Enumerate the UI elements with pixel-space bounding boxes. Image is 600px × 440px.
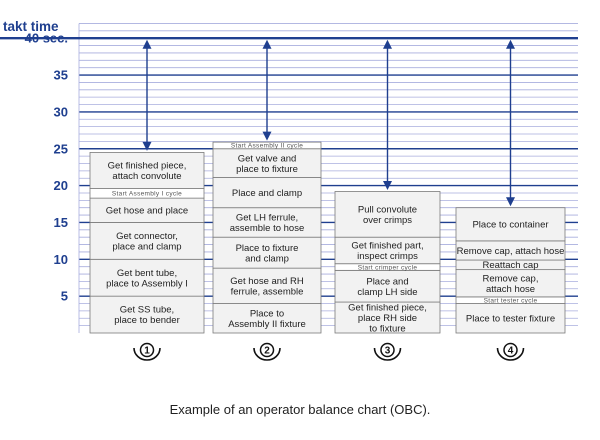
y-tick-label: 5	[61, 289, 68, 304]
cycle-marker-box	[212, 141, 322, 150]
operator-stacks: Get SS tube,place to bender Get bent tube…	[89, 141, 566, 334]
task-box	[212, 303, 322, 334]
task-box	[89, 152, 205, 189]
gap-arrow-head-down	[506, 197, 515, 207]
operator-number: 2	[264, 346, 270, 357]
takt-gap-arrows	[142, 39, 515, 207]
gap-arrow-head-down	[383, 180, 392, 190]
y-tick-label: 15	[54, 215, 68, 230]
task-box	[334, 269, 441, 303]
operator-2-icon: 2	[253, 342, 281, 361]
task-box	[455, 303, 566, 334]
task-box	[212, 236, 322, 269]
task-box	[455, 207, 566, 242]
y-tick-label: 25	[54, 141, 68, 156]
operator-head-circle	[259, 342, 275, 358]
gap-arrow-head-down	[142, 141, 152, 151]
operator-head-circle	[139, 342, 155, 358]
operator-head-circle	[503, 342, 518, 358]
cycle-marker-label: Start Assembly I cycle	[112, 191, 182, 198]
task-label: Get connector,place and clamp	[112, 231, 181, 253]
cycle-marker-label: Start tester cycle	[484, 298, 538, 305]
task-label: Get finished piece,attach convolute	[108, 161, 187, 183]
operator-4-icon: 4	[496, 342, 525, 361]
operator-3-icon: 3	[373, 342, 402, 361]
task-label: Place to tester fixture	[466, 314, 555, 325]
cycle-marker-label: Start crimper cycle	[358, 264, 418, 271]
operator-1-gap-arrow	[142, 39, 152, 151]
takt-time-axis-label: takt time	[3, 19, 59, 34]
gap-arrow-head-up	[142, 39, 152, 49]
operator-2-gap-arrow	[262, 39, 272, 141]
task-label: Remove cap,attach hose	[483, 273, 539, 295]
y-axis: takt time 5 10 15 20 25 30 35 40 sec.	[3, 19, 68, 304]
y-tick-label: 20	[54, 178, 68, 193]
task-box	[212, 207, 322, 238]
task-box	[89, 222, 205, 260]
task-label: Get bent tube,place to Assembly I	[106, 268, 188, 290]
operator-4-gap-arrow	[506, 39, 515, 207]
chart-caption: Example of an operator balance chart (OB…	[169, 402, 431, 417]
y-tick-label: 10	[54, 252, 68, 267]
operator-number: 1	[144, 346, 150, 357]
y-tick-label: 35	[54, 68, 68, 83]
task-label: Remove cap, attach hose	[457, 246, 565, 257]
operator-body-arc	[253, 347, 281, 361]
task-box	[334, 191, 441, 238]
task-box	[89, 295, 205, 334]
gap-arrow-head-down	[262, 131, 272, 141]
task-box	[89, 258, 205, 297]
operator-balance-chart: takt time 5 10 15 20 25 30 35 40 sec. Get SS tu…	[0, 19, 578, 361]
task-label: Reattach cap	[483, 260, 539, 271]
task-label: Place to container	[472, 220, 548, 231]
task-box	[212, 177, 322, 209]
takt-value-label: 40 sec.	[25, 31, 68, 46]
operator-3-gap-arrow	[383, 39, 392, 190]
operator-1-stack: Get SS tube,place to bender Get bent tube…	[89, 152, 205, 334]
operator-icons: 1 2 3 4	[133, 342, 525, 361]
gap-arrow-head-up	[506, 39, 515, 49]
task-box	[455, 269, 566, 298]
operator-number: 3	[385, 346, 391, 357]
operator-4-stack: Place to tester fixture Start tester cycl…	[455, 207, 566, 334]
operator-head-circle	[380, 342, 395, 358]
operator-body-arc	[496, 347, 525, 361]
task-label: Get LH ferrule,assemble to hose	[230, 213, 304, 235]
gap-arrow-head-up	[383, 39, 392, 49]
task-box	[89, 197, 205, 223]
task-box	[212, 148, 322, 178]
y-tick-label: 30	[54, 104, 68, 119]
task-label: Place and clamp	[232, 188, 302, 199]
task-label: Get SS tube,place to bender	[114, 305, 180, 327]
operator-body-arc	[133, 347, 161, 361]
task-label: Get hose and place	[106, 206, 188, 217]
cycle-marker-label: Start Assembly II cycle	[231, 143, 303, 150]
operator-1-icon: 1	[133, 342, 161, 361]
task-label: Get finished part,inspect crimps	[351, 241, 423, 263]
operator-number: 4	[508, 346, 514, 357]
operator-body-arc	[373, 347, 402, 361]
gap-arrow-head-up	[262, 39, 272, 49]
